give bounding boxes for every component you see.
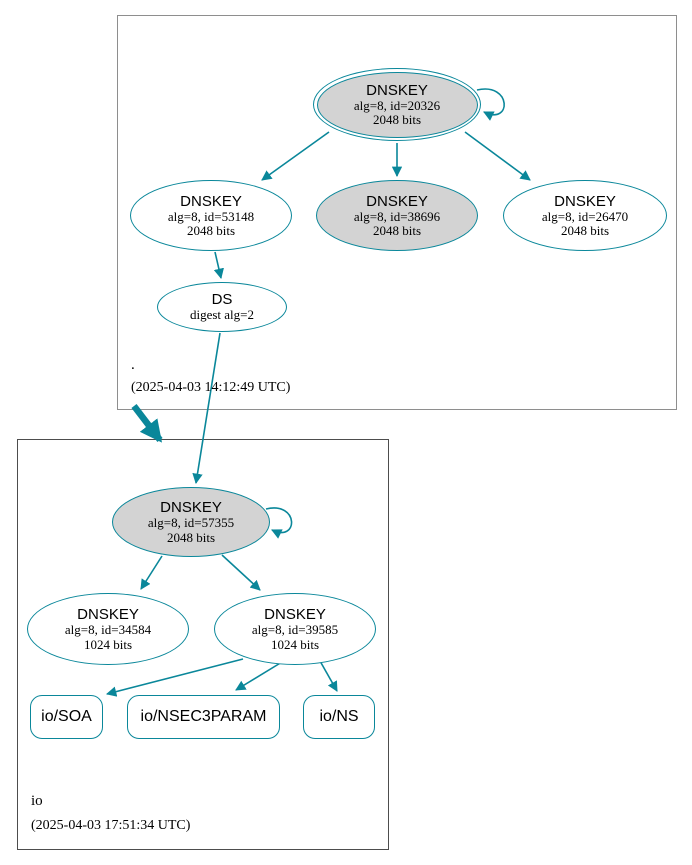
node-detail: digest alg=2 bbox=[189, 307, 255, 323]
dnskey-38696-node[interactable]: DNSKEY alg=8, id=38696 2048 bits bbox=[316, 180, 478, 251]
root-zone-timestamp: (2025-04-03 14:12:49 UTC) bbox=[131, 380, 291, 395]
node-detail: 1024 bits bbox=[270, 636, 320, 652]
dnskey-57355-node[interactable]: DNSKEY alg=8, id=57355 2048 bits bbox=[112, 487, 270, 557]
node-detail: alg=8, id=39585 bbox=[251, 622, 339, 637]
node-title: DNSKEY bbox=[366, 81, 428, 99]
edge-ksk57355-self-loop bbox=[265, 507, 293, 539]
edge-zsk39585-to-ns bbox=[319, 660, 338, 692]
node-detail: 2048 bits bbox=[186, 223, 236, 238]
node-detail: alg=8, id=57355 bbox=[147, 515, 235, 530]
edge-ksk57355-to-zsk39585 bbox=[221, 554, 261, 591]
rrset-io-ns-node[interactable]: io/NS bbox=[303, 695, 375, 739]
node-title: DNSKEY bbox=[77, 606, 139, 623]
dnskey-34584-node[interactable]: DNSKEY alg=8, id=34584 1024 bits bbox=[27, 593, 189, 665]
rrset-io-soa-node[interactable]: io/SOA bbox=[30, 695, 103, 739]
node-detail: alg=8, id=26470 bbox=[541, 208, 629, 224]
io-zone-timestamp: (2025-04-03 17:51:34 UTC) bbox=[31, 818, 191, 833]
edge-root-zone-to-io-zone bbox=[131, 404, 163, 443]
rrset-io-nsec3param-node[interactable]: io/NSEC3PARAM bbox=[127, 695, 280, 739]
rrset-label: io/SOA bbox=[41, 708, 92, 725]
node-title: DNSKEY bbox=[160, 499, 222, 516]
edge-zsk53148-to-ds bbox=[213, 251, 224, 280]
edge-zsk39585-to-nsec3param bbox=[235, 661, 283, 691]
edge-ksk20326-to-zsk53148 bbox=[261, 131, 330, 181]
node-detail: 1024 bits bbox=[83, 636, 133, 652]
edge-ds-to-ksk57355 bbox=[192, 332, 221, 485]
dnskey-26470-node[interactable]: DNSKEY alg=8, id=26470 2048 bits bbox=[503, 180, 667, 251]
rrset-label: io/NSEC3PARAM bbox=[140, 708, 267, 725]
node-detail: alg=8, id=38696 bbox=[353, 208, 441, 224]
node-title: DNSKEY bbox=[180, 192, 242, 210]
node-detail: alg=8, id=20326 bbox=[353, 97, 441, 113]
node-detail: alg=8, id=53148 bbox=[167, 208, 255, 224]
edge-ksk20326-to-zsk26470 bbox=[464, 131, 531, 181]
dnskey-53148-node[interactable]: DNSKEY alg=8, id=53148 2048 bits bbox=[130, 180, 292, 251]
node-title: DNSKEY bbox=[366, 192, 428, 210]
io-zone-label: io bbox=[31, 793, 43, 809]
root-zone-cluster-box bbox=[117, 15, 677, 410]
ds-node[interactable]: DS digest alg=2 bbox=[157, 282, 287, 332]
node-detail: 2048 bits bbox=[560, 223, 610, 238]
node-detail: 2048 bits bbox=[372, 223, 422, 238]
node-title: DNSKEY bbox=[554, 192, 616, 210]
edge-ksk57355-to-zsk34584 bbox=[140, 555, 163, 590]
dnskey-20326-node[interactable]: DNSKEY alg=8, id=20326 2048 bits bbox=[313, 68, 481, 141]
node-title: DS bbox=[211, 291, 233, 309]
edge-ksk20326-self-loop bbox=[476, 88, 505, 121]
dnskey-39585-node[interactable]: DNSKEY alg=8, id=39585 1024 bits bbox=[214, 593, 376, 665]
node-title: DNSKEY bbox=[264, 606, 326, 623]
root-zone-label: . bbox=[131, 357, 135, 373]
node-detail: 2048 bits bbox=[372, 112, 422, 127]
node-detail: alg=8, id=34584 bbox=[64, 622, 152, 637]
node-detail: 2048 bits bbox=[166, 529, 216, 545]
edge-zsk39585-to-soa bbox=[105, 658, 244, 697]
rrset-label: io/NS bbox=[319, 708, 359, 725]
